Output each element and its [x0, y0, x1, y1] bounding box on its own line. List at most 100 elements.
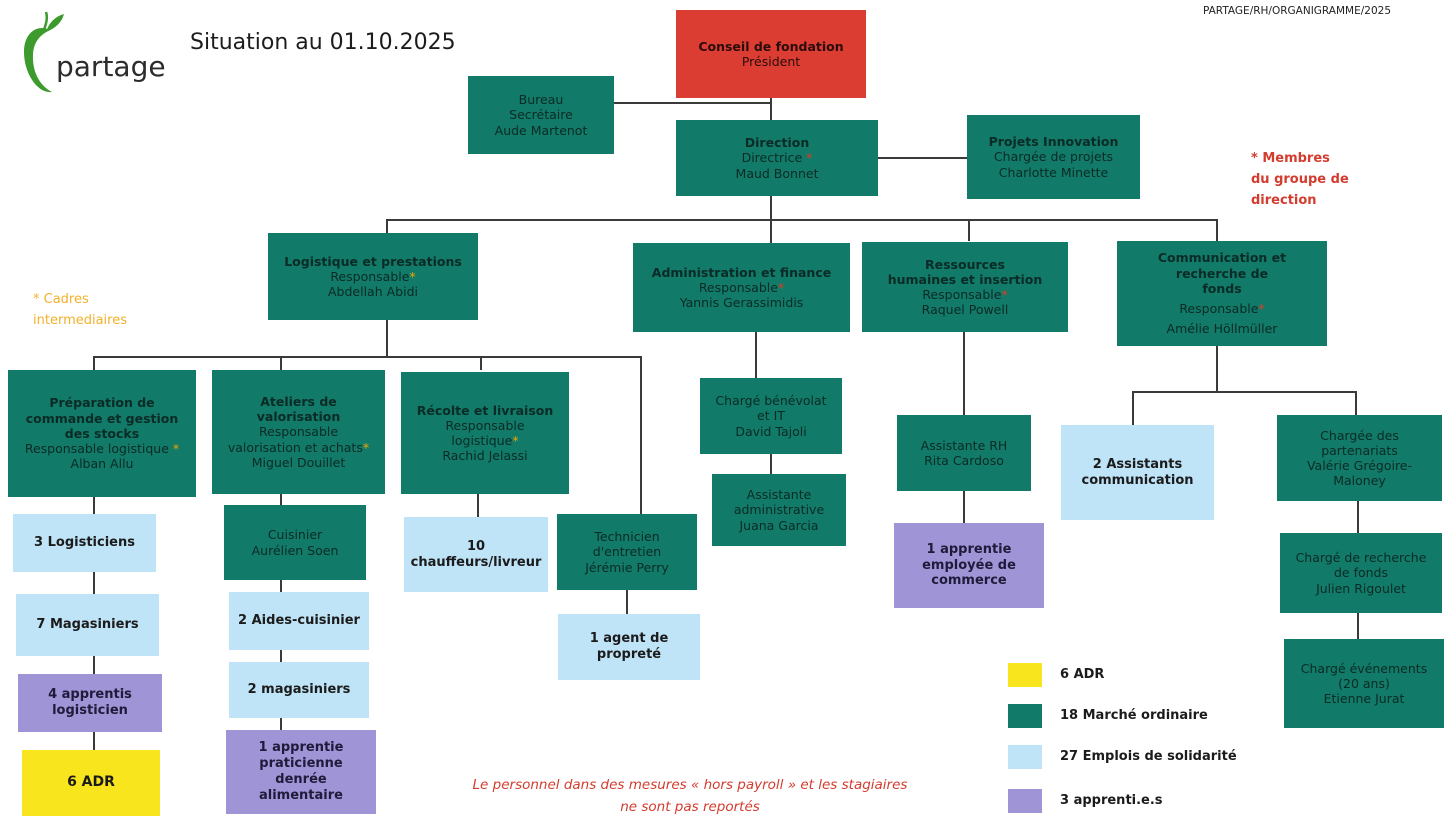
box-line: Technicien	[594, 529, 660, 545]
box-title: Projets Innovation	[988, 134, 1119, 150]
assistants-communication-box: 2 Assistants communication	[1061, 425, 1214, 520]
ressources-humaines-box: Ressources humaines et insertion Respons…	[862, 242, 1068, 332]
box-line: propreté	[596, 647, 662, 662]
box-line: 1 apprentie	[926, 541, 1012, 557]
legend-label-marche-ordinaire: 18 Marché ordinaire	[1060, 708, 1208, 723]
charge-benevolat-box: Chargé bénévolat et IT David Tajoli	[700, 378, 842, 454]
box-role: Président	[741, 54, 801, 69]
direction-member-star: *	[806, 150, 813, 166]
note-line: direction	[1251, 192, 1317, 208]
box-title: commande et gestion	[25, 410, 179, 426]
logisticiens-box: 3 Logisticiens	[13, 514, 156, 572]
assistante-rh-box: Assistante RH Rita Cardoso	[897, 415, 1031, 491]
box-role-line: valorisation et achats*	[228, 440, 369, 455]
box-line: 10	[466, 538, 486, 554]
box-line: employée de	[922, 557, 1016, 573]
box-line: Secrétaire	[509, 107, 573, 123]
footnote: Le personnel dans des mesures « hors pay…	[440, 775, 940, 818]
apprentie-praticienne-box: 1 apprentie praticienne denrée alimentai…	[226, 730, 376, 814]
legend-swatch-marche-ordinaire	[1008, 704, 1042, 728]
box-title: Communication et recherche de	[1157, 250, 1287, 281]
box-name: Amélie Höllmüller	[1166, 321, 1278, 337]
box-line: logisticien	[52, 703, 128, 718]
box-role-line: Responsable*	[922, 287, 1007, 302]
document-reference: PARTAGE/RH/ORGANIGRAMME/2025	[1202, 5, 1391, 17]
box-line: Jérémie Perry	[585, 559, 669, 575]
cadre-star: *	[512, 433, 519, 448]
legend-label-apprentis: 3 apprenti.e.s	[1060, 793, 1163, 808]
legend-swatch-adr	[1008, 663, 1042, 687]
box-role: Responsable	[922, 287, 1002, 302]
box-line: Bureau	[518, 92, 564, 108]
box-title: Direction	[744, 135, 810, 151]
box-role-line: Responsable*	[330, 269, 415, 284]
box-line: (20 ans)	[1338, 675, 1390, 691]
box-name: Charlotte Minette	[998, 164, 1109, 180]
cadre-star: *	[409, 268, 416, 284]
box-line: Assistante	[746, 487, 812, 503]
apprentis-logisticien-box: 4 apprentis logisticien	[18, 674, 162, 732]
assistante-administrative-box: Assistante administrative Juana Garcia	[712, 474, 846, 546]
apple-logo-icon	[24, 11, 64, 93]
box-title: valorisation	[256, 409, 341, 425]
box-line: Aurélien Soen	[251, 542, 339, 558]
box-title: Ateliers de	[260, 393, 337, 409]
box-line: 1 apprentie	[258, 740, 344, 756]
box-line: 7 Magasiniers	[36, 617, 139, 633]
box-line: commerce	[931, 573, 1007, 589]
box-name: Rachid Jelassi	[442, 448, 528, 464]
footnote-line: Le personnel dans des mesures « hors pay…	[472, 777, 908, 793]
box-line: 2 magasiniers	[247, 682, 351, 698]
box-line: 1 agent de	[589, 631, 669, 647]
legend-label-adr: 6 ADR	[1060, 667, 1105, 682]
aides-cuisinier-box: 2 Aides-cuisinier	[229, 592, 369, 650]
box-line: administrative	[733, 502, 825, 518]
charge-evenements-box: Chargé événements (20 ans) Etienne Jurat	[1284, 639, 1444, 728]
conseil-de-fondation-box: Conseil de fondation Président	[676, 10, 866, 98]
box-line: d'entretien	[592, 544, 662, 560]
box-title: Préparation de	[49, 395, 155, 411]
box-line: et IT	[757, 408, 785, 424]
box-line: 6 ADR	[67, 774, 115, 791]
box-line: Julien Rigoulet	[1316, 580, 1406, 596]
box-title: des stocks	[64, 425, 140, 441]
preparation-commande-box: Préparation de commande et gestion des s…	[8, 370, 196, 497]
box-role: Chargée de projets	[993, 149, 1114, 165]
logistique-box: Logistique et prestations Responsable* A…	[268, 233, 478, 320]
box-title: Administration et finance	[651, 264, 832, 280]
box-title: Conseil de fondation	[698, 38, 844, 54]
chargee-partenariats-box: Chargée des partenariats Valérie Grégoir…	[1277, 415, 1442, 501]
box-line: chauffeurs/livreur	[410, 554, 542, 570]
box-title: fonds	[1202, 280, 1242, 296]
box-role-line: Responsable*	[1179, 301, 1264, 316]
box-title: Ressources	[925, 256, 1005, 272]
box-role-line: Directrice *	[742, 150, 813, 165]
box-role: Responsable logistique	[24, 441, 169, 457]
bureau-box: Bureau Secrétaire Aude Martenot	[468, 76, 614, 154]
adr-box: 6 ADR	[22, 750, 160, 816]
ateliers-valorisation-box: Ateliers de valorisation Responsable val…	[212, 370, 385, 494]
box-line: Valérie Grégoire-	[1306, 458, 1413, 473]
logo-wordmark: partage	[56, 50, 166, 83]
box-line: alimentaire	[259, 787, 343, 803]
legend-swatch-apprentis	[1008, 789, 1042, 813]
box-role-line: Responsable logistique *	[25, 441, 179, 456]
box-line: David Tajoli	[735, 423, 807, 439]
box-line: 2 Assistants	[1092, 456, 1183, 472]
footnote-line: ne sont pas reportés	[620, 798, 760, 815]
box-title: Récolte et livraison	[416, 402, 554, 418]
apprentie-employee-commerce-box: 1 apprentie employée de commerce	[894, 523, 1044, 608]
box-name: Alban Allu	[70, 456, 134, 472]
box-line: Rita Cardoso	[924, 453, 1004, 468]
projets-innovation-box: Projets Innovation Chargée de projets Ch…	[967, 115, 1140, 199]
box-line: Assistante RH	[920, 437, 1008, 453]
box-role: Responsable	[1179, 301, 1259, 317]
box-line: praticienne denrée	[259, 756, 343, 787]
page-title: Situation au 01.10.2025	[190, 30, 456, 55]
agent-proprete-box: 1 agent de propreté	[558, 614, 700, 680]
box-name: Maud Bonnet	[735, 165, 819, 181]
cadres-note: * Cadres intermediaires	[33, 290, 127, 332]
note-line: * Membres	[1251, 151, 1330, 166]
box-line: Maloney	[1333, 473, 1386, 489]
box-name: Miguel Douillet	[251, 454, 346, 470]
